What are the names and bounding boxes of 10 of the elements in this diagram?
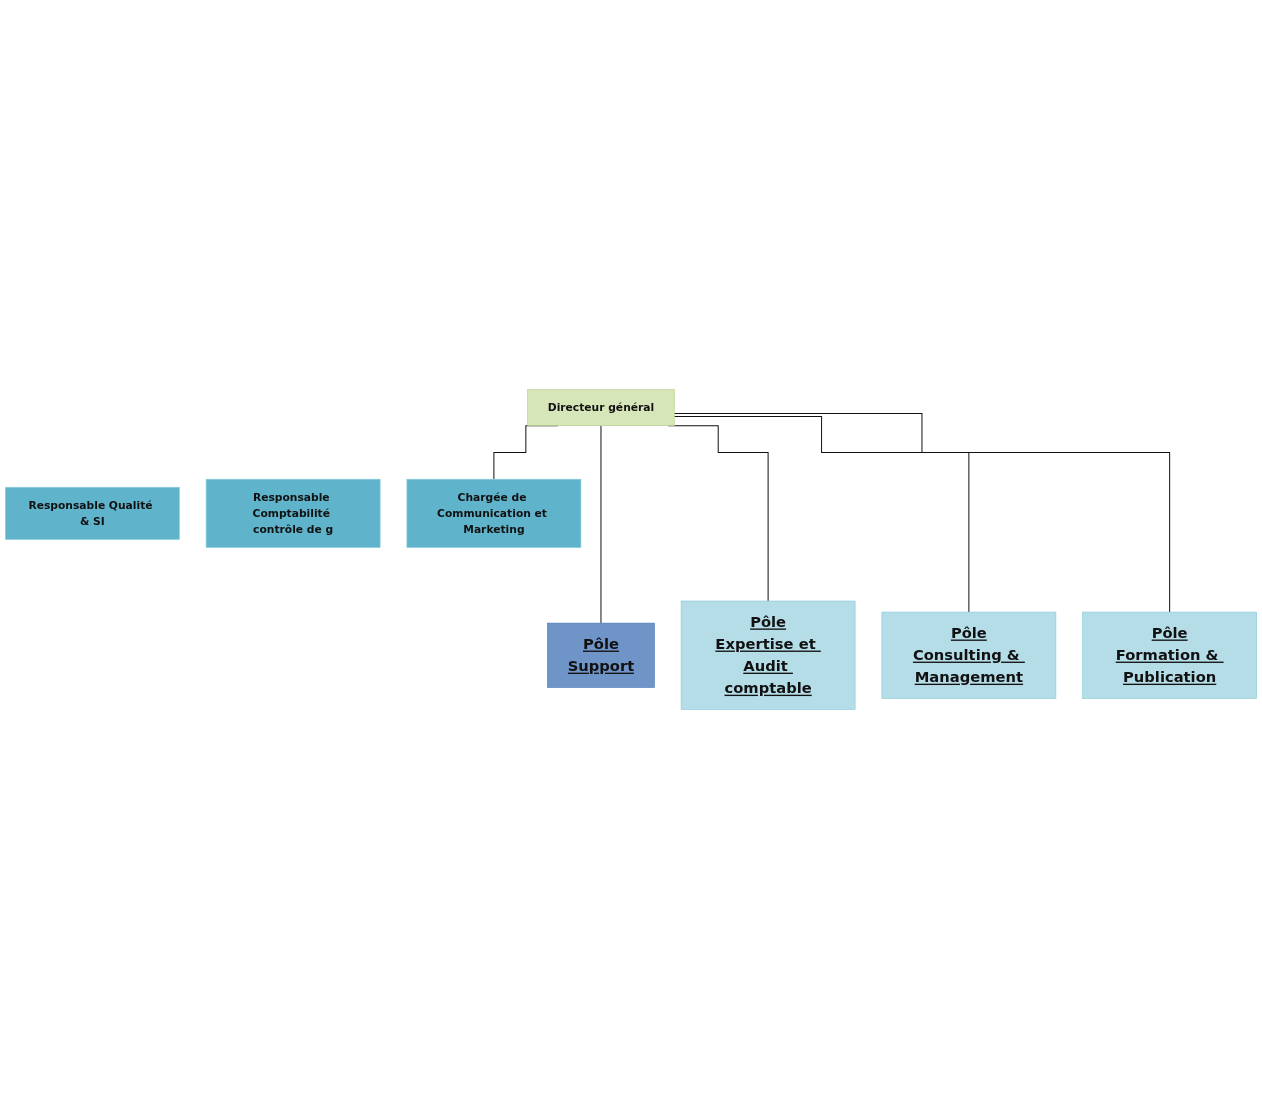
- node-box: Pôle Formation & Publication: [1082, 611, 1257, 699]
- node-box: Responsable Qualité & SI: [5, 486, 180, 540]
- node-box: Directeur général: [527, 389, 675, 427]
- node-box: Pôle Consulting & Management: [881, 611, 1057, 699]
- node-box: Pôle Support: [547, 622, 655, 688]
- connector: [673, 416, 970, 613]
- node-box: Chargée de Communication et Marketing: [406, 478, 582, 548]
- node-box: Pôle Expertise et Audit comptable: [680, 600, 856, 710]
- node-box: Responsable Comptabilité contrôle de g: [205, 478, 381, 548]
- connector: [673, 412, 1171, 613]
